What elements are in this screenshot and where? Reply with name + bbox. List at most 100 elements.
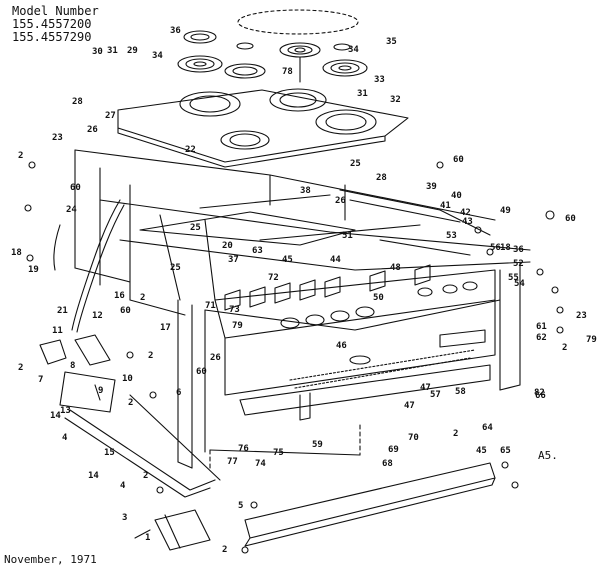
part-callout-16: 16 [114,291,125,301]
part-callout-36: 36 [513,245,524,255]
part-callout-15: 15 [104,448,115,458]
part-callout-21: 21 [57,306,68,316]
part-callout-38: 38 [300,186,311,196]
part-callout-46: 46 [336,341,347,351]
part-callout-2: 2 [18,363,23,373]
part-callout-53: 53 [446,231,457,241]
part-callout-7: 7 [38,375,43,385]
part-callout-60: 60 [70,183,81,193]
part-callout-63: 63 [252,246,263,256]
part-callout-31: 31 [357,89,368,99]
part-callout-26: 26 [210,353,221,363]
part-callout-54: 54 [514,279,525,289]
model-number-1: 155.4557200 [12,17,92,31]
kick-plate [244,462,496,547]
part-callout-2: 2 [143,471,148,481]
part-callout-31: 31 [107,46,118,56]
part-callout-9: 9 [98,386,103,396]
part-callout-8: 8 [70,361,75,371]
part-callout-47: 47 [404,401,415,411]
part-callout-72: 72 [268,273,279,283]
part-callout-43: 43 [462,217,473,227]
part-callout-2: 2 [222,545,227,555]
part-callout-50: 50 [373,293,384,303]
part-callout-52: 52 [513,259,524,269]
part-callout-61: 61 [536,322,547,332]
part-callout-13: 13 [60,406,71,416]
part-callout-76: 76 [238,444,249,454]
part-callout-41: 41 [440,201,451,211]
part-callout-25: 25 [350,159,361,169]
part-callout-78: 78 [282,67,293,77]
part-callout-49: 49 [500,206,511,216]
part-callout-75: 75 [273,448,284,458]
part-callout-26: 26 [335,196,346,206]
part-callout-24: 24 [66,205,77,215]
part-callout-79: 79 [586,335,597,345]
part-callout-20: 20 [222,241,233,251]
part-callout-1: 1 [145,533,150,543]
part-callout-3: 3 [122,513,127,523]
part-callout-4: 4 [62,433,68,443]
part-callout-28: 28 [376,173,387,183]
screws [24,161,564,554]
part-callout-4: 4 [120,481,126,491]
part-callout-23: 23 [576,311,587,321]
part-callout-45: 45 [476,446,487,456]
surface-unit-group-top [177,9,368,83]
part-callout-30: 30 [92,47,103,57]
part-callout-10: 10 [122,374,133,384]
base-assembly [39,334,221,551]
part-callout-60: 60 [565,214,576,224]
part-callout-62: 62 [536,333,547,343]
part-callout-60: 60 [196,367,207,377]
part-callout-26: 26 [87,125,98,135]
part-callout-18: 18 [500,243,511,253]
control-panel [214,269,496,421]
part-callout-25: 25 [170,263,181,273]
part-callout-14: 14 [50,411,61,421]
part-callout-18: 18 [11,248,22,258]
part-callout-57: 57 [430,390,441,400]
part-callout-64: 64 [482,423,493,433]
part-callout-60: 60 [453,155,464,165]
part-callout-14: 14 [88,471,99,481]
part-callout-6: 6 [176,388,181,398]
part-callout-35: 35 [386,37,397,47]
part-callout-2: 2 [140,293,145,303]
part-callout-17: 17 [160,323,171,333]
part-callout-2: 2 [148,351,153,361]
part-callout-28: 28 [72,97,83,107]
part-callout-42: 42 [460,208,471,218]
part-callout-48: 48 [390,263,401,273]
part-callout-60: 60 [120,306,131,316]
part-callout-19: 19 [28,265,39,275]
part-callout-45: 45 [282,255,293,265]
model-number-block: Model Number 155.4557200 155.4557290 [12,5,99,44]
cooktop-panel [117,88,409,168]
part-callout-34: 34 [348,45,359,55]
switch-row [224,264,431,311]
part-callout-25: 25 [190,223,201,233]
part-callout-34: 34 [152,51,163,61]
part-callout-51: 51 [342,231,353,241]
part-callout-82: 82 [534,388,545,398]
part-callout-44: 44 [330,255,341,265]
part-callout-29: 29 [127,46,138,56]
part-callout-59: 59 [312,440,323,450]
inner-rails [139,189,491,256]
model-number-2: 155.4557290 [12,30,92,44]
part-callout-22: 22 [185,145,196,155]
range-frame [74,149,531,471]
part-callout-33: 33 [374,75,385,85]
part-callout-56: 56 [490,243,501,253]
part-callout-68: 68 [382,459,393,469]
part-callout-55: 55 [508,273,519,283]
part-callout-40: 40 [451,191,462,201]
part-callout-66: 66 [535,391,546,401]
part-callout-11: 11 [52,326,63,336]
part-callout-32: 32 [390,95,401,105]
part-callout-2: 2 [128,398,133,408]
part-callout-47: 47 [420,383,431,393]
